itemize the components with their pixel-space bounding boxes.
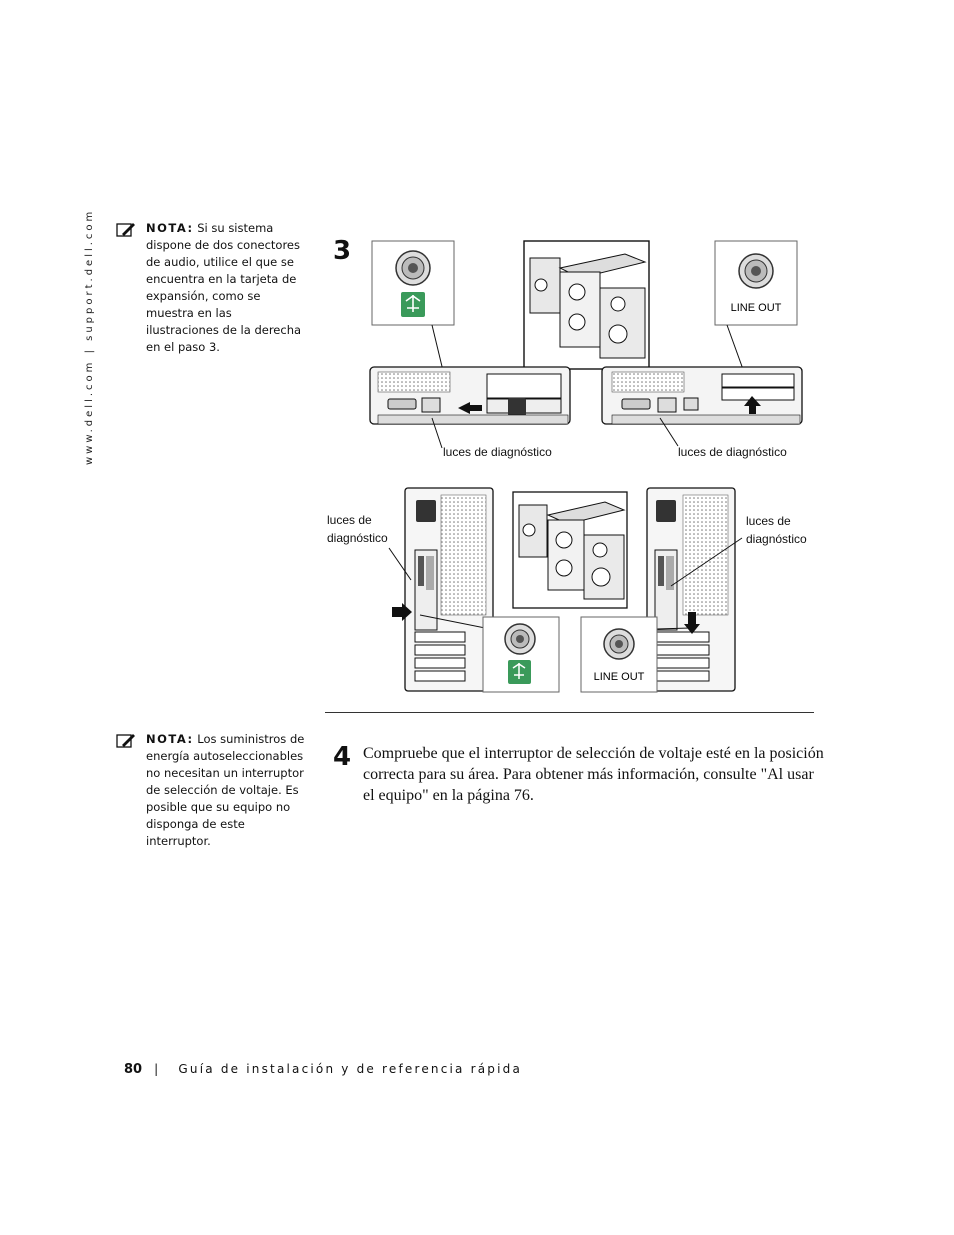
desktop-chassis-left xyxy=(369,366,571,425)
note-label: NOTA: xyxy=(146,732,194,746)
speakers-image-top xyxy=(523,240,650,370)
note-power-supply: NOTA: Los suministros de energía autosel… xyxy=(116,731,306,850)
line-out-label-bottom: LINE OUT xyxy=(594,671,645,683)
audio-jack-callout-top-left xyxy=(371,240,455,409)
note-voltage-audio: NOTA: Si su sistema dispone de dos conec… xyxy=(116,220,306,356)
note-text: Los suministros de energía autoseleccion… xyxy=(146,732,305,848)
footer-separator: | xyxy=(154,1062,161,1076)
note-text: Si su sistema dispone de dos conectores … xyxy=(146,221,302,354)
section-divider xyxy=(325,712,814,713)
desktop-chassis-right xyxy=(601,366,803,425)
tower-chassis-left xyxy=(392,487,494,692)
tower-chassis-right xyxy=(646,487,736,692)
line-out-label-top: LINE OUT xyxy=(731,302,782,314)
page-footer: 80 | Guía de instalación y de referencia… xyxy=(124,1062,522,1077)
step-4-text: Compruebe que el interruptor de selecció… xyxy=(363,745,824,804)
line-out-callout-bottom-right xyxy=(580,616,658,693)
step-4-number: 4 xyxy=(333,742,352,772)
line-out-callout-top-right xyxy=(714,240,798,409)
caption-diagnostic-bottom-left-line2: diagnóstico xyxy=(327,531,388,545)
caption-diagnostic-bottom-right-line1: luces de xyxy=(746,514,791,528)
page-number: 80 xyxy=(124,1062,143,1077)
note-label: NOTA: xyxy=(146,221,194,235)
speakers-image-bottom xyxy=(512,491,628,609)
caption-diagnostic-bottom-right-line2: diagnóstico xyxy=(746,532,807,546)
caption-diagnostic-bottom-left-line1: luces de xyxy=(327,513,372,527)
step-3-number: 3 xyxy=(333,236,352,266)
audio-jack-callout-bottom-left xyxy=(482,616,560,693)
footer-title: Guía de instalación y de referencia rápi… xyxy=(178,1062,523,1076)
caption-diagnostic-top-right: luces de diagnóstico xyxy=(678,445,787,459)
pencil-icon xyxy=(116,223,135,237)
caption-diagnostic-top-left: luces de diagnóstico xyxy=(443,445,552,459)
pencil-icon xyxy=(116,734,135,748)
